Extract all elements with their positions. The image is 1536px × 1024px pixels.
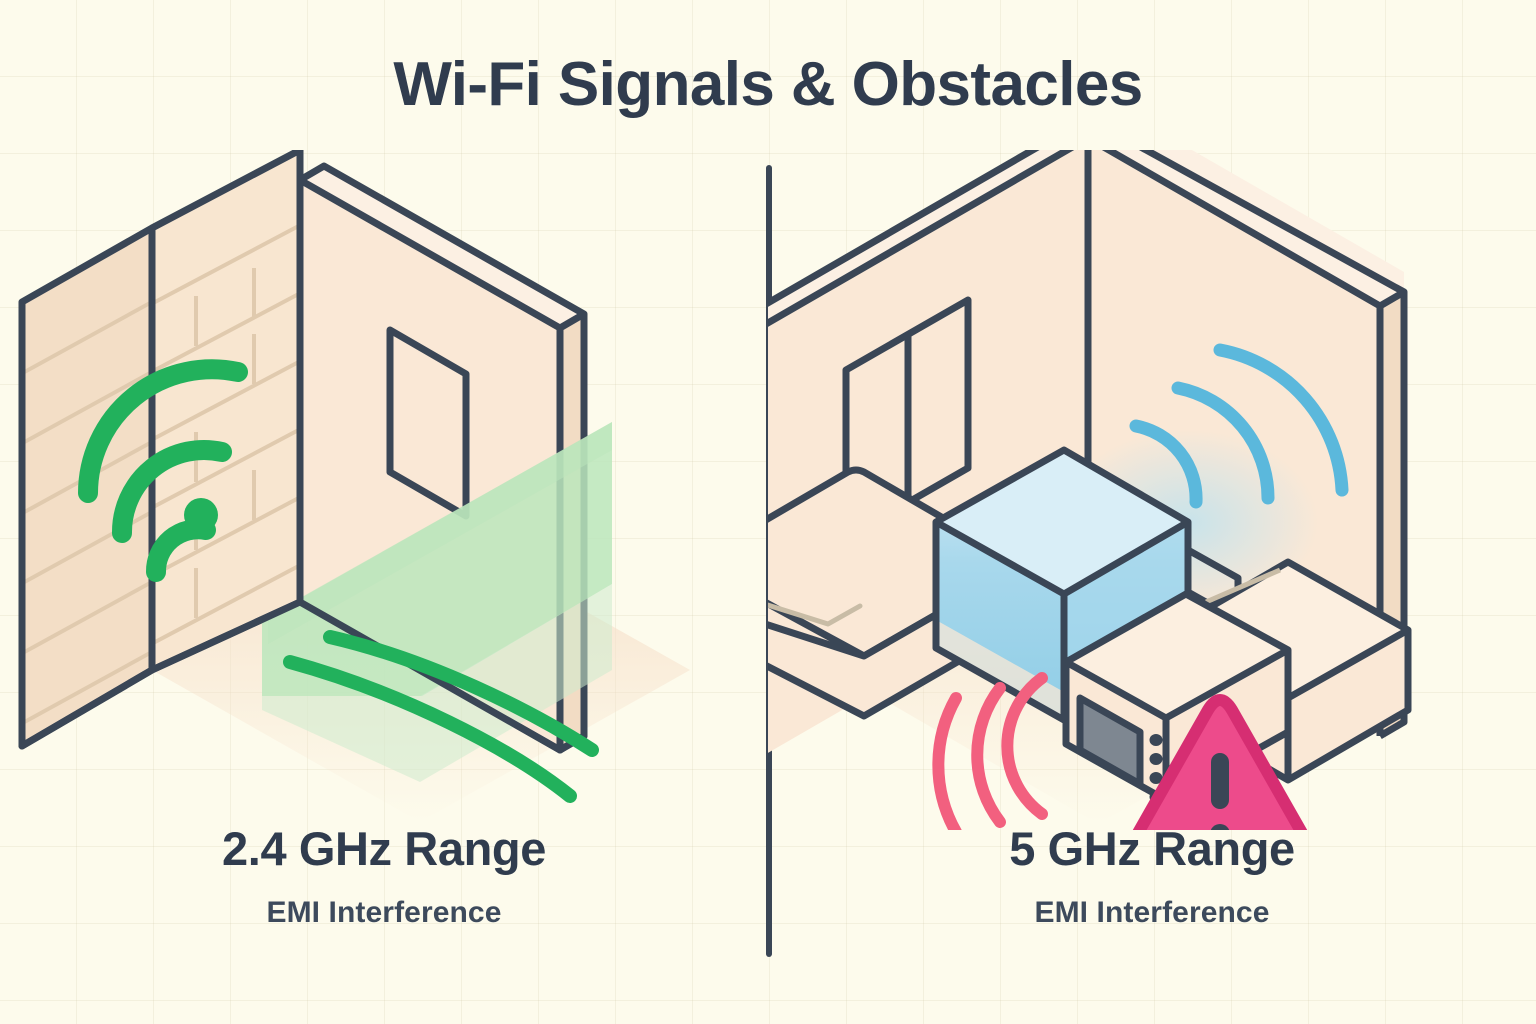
caption-main-2-4ghz: 2.4 GHz Range xyxy=(222,822,546,875)
scene-2-4ghz xyxy=(18,150,690,822)
wall-edges-overlay xyxy=(18,180,588,754)
page-title: Wi-Fi Signals & Obstacles xyxy=(393,50,1143,119)
sofa xyxy=(768,466,982,720)
caption-main-5ghz: 5 GHz Range xyxy=(1009,822,1295,875)
emi-waves xyxy=(932,672,1048,830)
signal-ray xyxy=(283,630,599,803)
caption-2-4ghz: 2.4 GHz Range EMI Interference xyxy=(0,822,768,930)
wifi-signal-icon xyxy=(78,359,248,582)
warning-icon xyxy=(1132,694,1308,830)
wifi-signal-icon xyxy=(1129,343,1349,509)
panel-2-4ghz: 2.4 GHz Range EMI Interference xyxy=(0,150,768,929)
panel-5ghz: 5 GHz Range EMI Interference xyxy=(768,150,1536,929)
scene-5ghz xyxy=(768,150,1412,830)
caption-5ghz: 5 GHz Range EMI Interference xyxy=(768,822,1536,930)
caption-sub-2-4ghz: EMI Interference xyxy=(266,896,502,930)
caption-sub-5ghz: EMI Interference xyxy=(1034,896,1270,930)
